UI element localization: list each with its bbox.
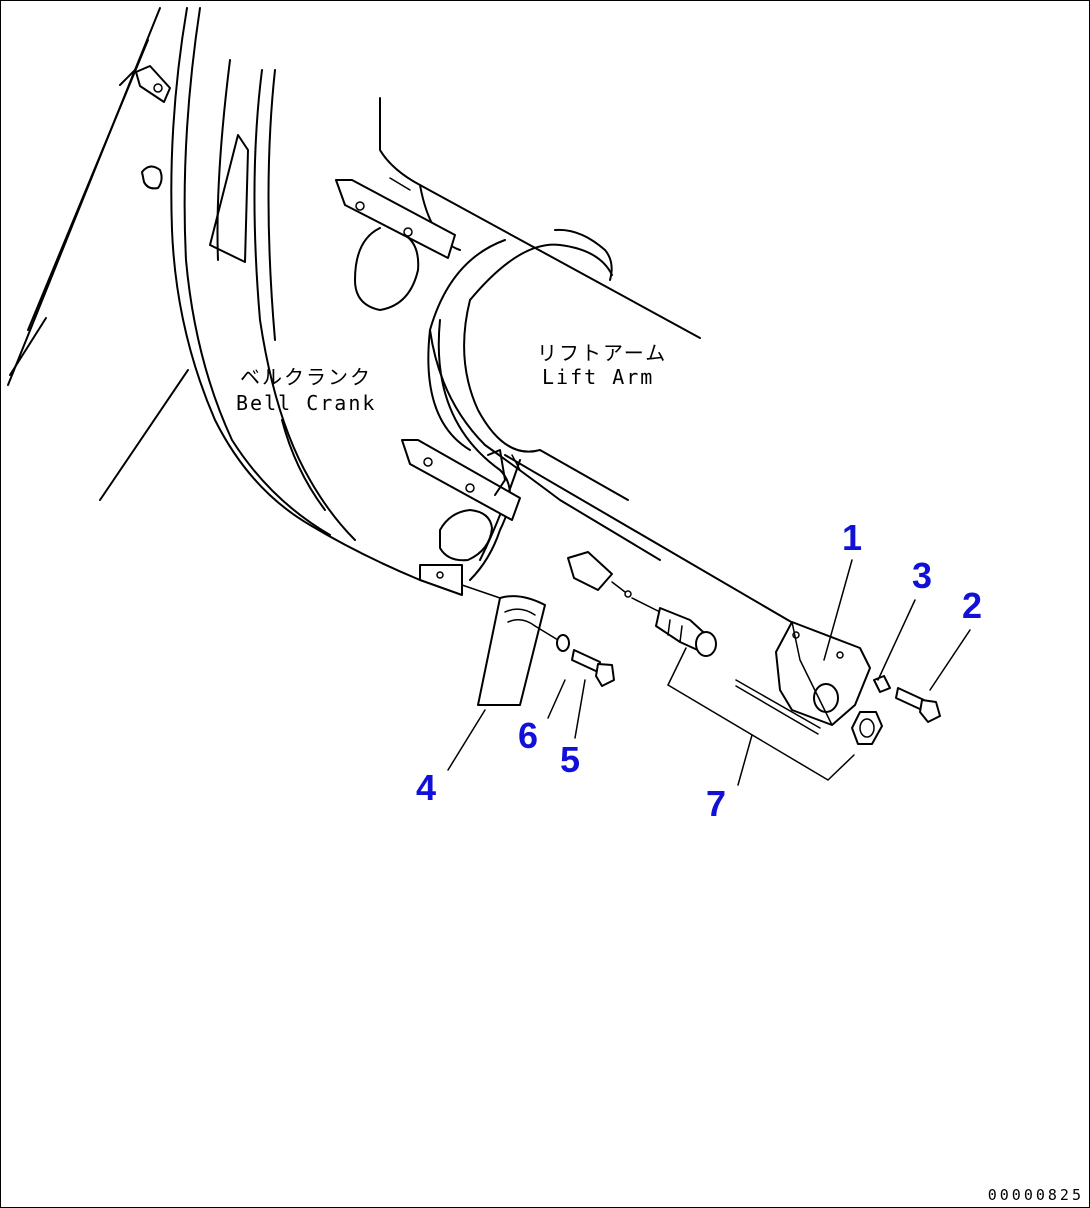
part-1-bracket <box>735 621 871 735</box>
part-2-bolt <box>895 687 941 723</box>
part-7-sensor <box>567 551 717 657</box>
part-3-washer <box>873 675 891 693</box>
leader-lines <box>447 559 971 786</box>
bell-crank-outline <box>7 7 421 581</box>
callout-5: 5 <box>560 739 581 780</box>
part-5-bolt <box>571 649 615 687</box>
part-6-washer <box>556 634 570 652</box>
lift-arm-bracket-upper <box>335 177 456 311</box>
callout-4: 4 <box>416 767 437 808</box>
part-7-nut <box>851 711 883 745</box>
callout-3: 3 <box>912 555 933 596</box>
callout-2: 2 <box>962 585 983 626</box>
bell-crank-bracket-lower <box>419 509 493 596</box>
part-4-cover <box>461 584 559 706</box>
lift-arm-bracket-lower <box>401 439 521 521</box>
bracket-top-left <box>135 65 171 190</box>
callout-6: 6 <box>518 715 539 756</box>
callout-7: 7 <box>706 783 727 824</box>
lift-arm-label-jp: リフトアーム <box>537 341 668 365</box>
figure-id: 00000825 <box>987 1186 1084 1204</box>
callout-1: 1 <box>842 517 863 558</box>
bell-crank-label-jp: ベルクランク <box>240 365 372 389</box>
lift-arm-label-en: Lift Arm <box>542 365 655 389</box>
bell-crank-label-en: Bell Crank <box>236 391 377 415</box>
